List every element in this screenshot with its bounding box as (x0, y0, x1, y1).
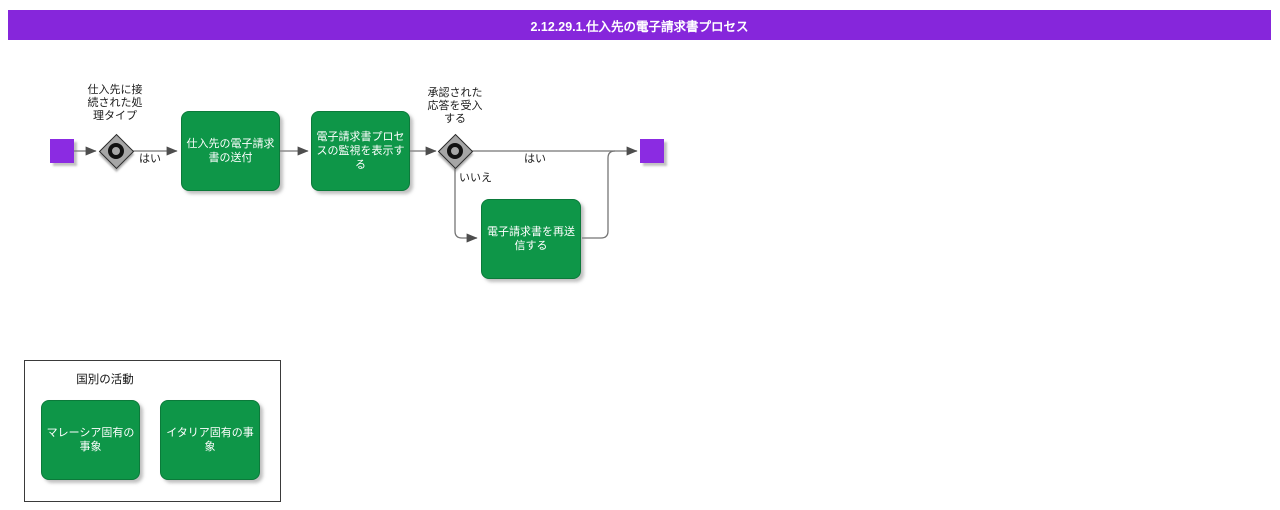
edge-label-no: いいえ (459, 172, 492, 184)
gateway-circle-icon (447, 143, 463, 159)
task-label: 仕入先の電子請求書の送付 (186, 138, 275, 164)
gateway-approved-response[interactable] (437, 133, 474, 170)
group-country-activities-label: 国別の活動 (76, 374, 134, 386)
end-event[interactable] (640, 139, 664, 163)
task-italy-specific-event[interactable]: イタリア固有の事象 (160, 400, 260, 480)
task-label: 電子請求書を再送信する (487, 226, 575, 252)
start-event[interactable] (50, 139, 74, 163)
task-send-supplier-einvoice[interactable]: 仕入先の電子請求書の送付 (181, 111, 280, 191)
diagram-title-bar: 2.12.29.1.仕入先の電子請求書プロセス (8, 10, 1271, 40)
gateway2-condition-label: 承認された応答を受入する (427, 87, 483, 125)
task-label: イタリア固有の事象 (166, 427, 254, 453)
gateway-circle-icon (108, 143, 124, 159)
task-label: マレーシア固有の事象 (46, 427, 135, 453)
edge-label-yes-2: はい (524, 153, 546, 165)
flow-task-resend-merge (582, 150, 616, 239)
task-label: 電子請求書プロセスの監視を表示する (316, 131, 405, 171)
edge-label-yes-1: はい (139, 153, 161, 165)
task-display-einvoice-monitoring[interactable]: 電子請求書プロセスの監視を表示する (311, 111, 410, 191)
gateway1-condition-label: 仕入先に接続された処理タイプ (87, 84, 143, 122)
task-resend-einvoice[interactable]: 電子請求書を再送信する (481, 199, 581, 279)
task-malaysia-specific-event[interactable]: マレーシア固有の事象 (41, 400, 140, 480)
diagram-title: 2.12.29.1.仕入先の電子請求書プロセス (530, 19, 749, 34)
gateway-processing-type[interactable] (98, 133, 135, 170)
